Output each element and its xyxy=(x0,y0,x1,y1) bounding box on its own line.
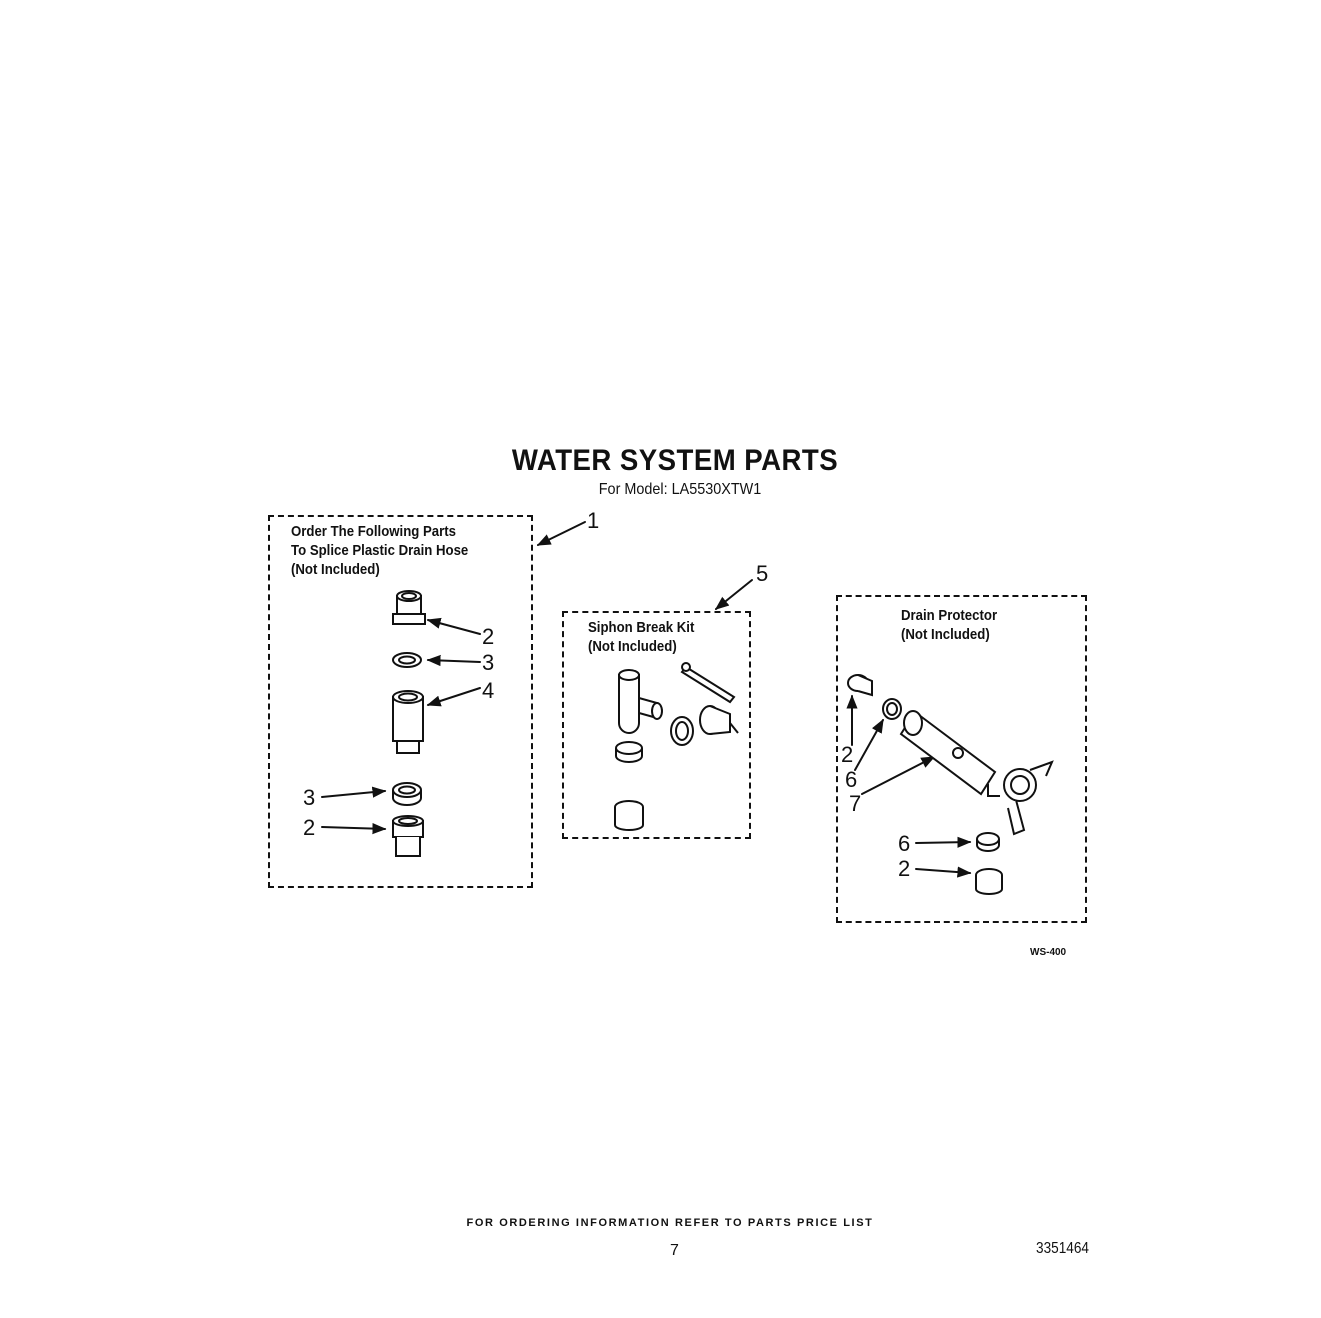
splice-kit-label-line: To Splice Plastic Drain Hose xyxy=(291,542,469,559)
clip-icon xyxy=(680,662,736,704)
siphon-parts xyxy=(614,662,739,831)
siphon-tee-icon xyxy=(618,669,663,734)
clamp-ring-icon xyxy=(976,832,1000,852)
callout-splice-top-connector: 2 xyxy=(482,624,495,649)
hose-connector-icon xyxy=(975,868,1003,895)
callout-protector-ring-bottom: 6 xyxy=(898,831,911,856)
hose-connector-icon xyxy=(392,815,424,857)
splice-kit-label-line: Order The Following Parts xyxy=(291,523,457,540)
document-number: 3351464 xyxy=(1036,1240,1089,1257)
figure-code: WS-400 xyxy=(1030,947,1067,958)
hose-connector-icon xyxy=(392,590,426,625)
drain-protector-body-icon xyxy=(899,710,1054,836)
splice-kit-box xyxy=(268,515,533,888)
siphon-kit-label-line: Siphon Break Kit xyxy=(588,619,695,636)
clamp-ring-icon xyxy=(882,698,902,720)
callout-siphon-kit: 5 xyxy=(756,561,769,586)
callout-protector-body: 7 xyxy=(849,791,862,816)
ordering-footer: FOR ORDERING INFORMATION REFER TO PARTS … xyxy=(466,1217,874,1229)
page-title: WATER SYSTEM PARTS xyxy=(511,444,839,477)
clamp-ring-icon xyxy=(670,716,694,746)
splice-kit-label-line: (Not Included) xyxy=(291,561,380,578)
callout-protector-ring-left: 6 xyxy=(845,767,858,792)
drain-protector-box xyxy=(836,595,1087,923)
coupling-icon xyxy=(392,690,424,754)
callout-splice-coupling: 4 xyxy=(482,678,495,703)
clamp-ring-icon xyxy=(615,741,643,763)
callout-protector-connector-bottom: 2 xyxy=(898,856,911,881)
hose-connector-icon xyxy=(699,705,739,735)
drain-protector-parts xyxy=(847,674,1054,895)
drain-protector-label-line: (Not Included) xyxy=(901,626,990,643)
leader-siphon-kit xyxy=(714,579,753,610)
clamp-ring-icon xyxy=(392,652,422,668)
page-number: 7 xyxy=(670,1242,679,1259)
siphon-kit-label-line: (Not Included) xyxy=(588,638,677,655)
drain-protector-label: Drain Protector (Not Included) xyxy=(901,606,997,644)
leader-splice-kit xyxy=(536,521,586,546)
siphon-break-kit-box xyxy=(562,611,751,839)
clamp-ring-icon xyxy=(392,782,422,806)
callout-splice-top-ring: 3 xyxy=(482,650,495,675)
splice-parts xyxy=(392,590,426,857)
drain-protector-label-line: Drain Protector xyxy=(901,607,998,624)
splice-kit-label: Order The Following Parts To Splice Plas… xyxy=(291,522,468,579)
callout-splice-bottom-ring: 3 xyxy=(303,785,316,810)
hose-connector-icon xyxy=(614,800,644,831)
callout-splice-kit: 1 xyxy=(587,508,600,533)
callout-protector-connector-left: 2 xyxy=(841,742,854,767)
hose-connector-icon xyxy=(847,674,873,697)
siphon-break-kit-label: Siphon Break Kit (Not Included) xyxy=(588,618,694,656)
callout-splice-bottom-connector: 2 xyxy=(303,815,316,840)
model-subtitle: For Model: LA5530XTW1 xyxy=(598,481,762,498)
